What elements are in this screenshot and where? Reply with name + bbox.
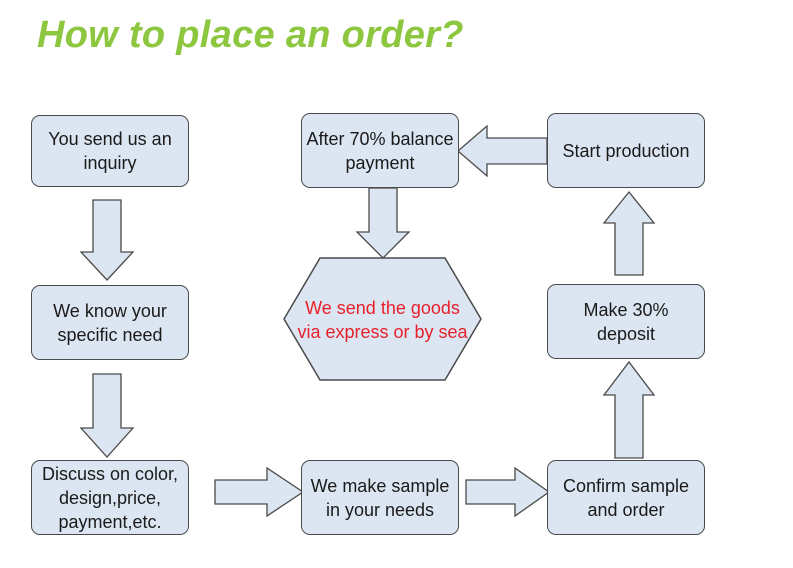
arrow-up-1 [602, 360, 656, 459]
step-balance: After 70% balance payment [301, 113, 459, 188]
step-deposit: Make 30% deposit [547, 284, 705, 359]
step-production: Start production [547, 113, 705, 188]
step-confirm: Confirm sample and order [547, 460, 705, 535]
arrow-down-3 [355, 187, 411, 259]
ship-hexagon [283, 257, 482, 381]
step-inquiry: You send us an inquiry [31, 115, 189, 187]
arrow-right-1 [214, 466, 305, 518]
arrow-down-1 [79, 199, 135, 281]
step-discuss: Discuss on color, design,price, payment,… [31, 460, 189, 535]
arrow-right-2 [465, 466, 551, 518]
page-title: How to place an order? [37, 14, 464, 56]
arrow-down-2 [79, 373, 135, 458]
step-ship: We send the goods via express or by sea [297, 297, 468, 342]
arrow-left-1 [457, 124, 548, 178]
step-sample: We make sample in your needs [301, 460, 459, 535]
arrow-up-2 [602, 190, 656, 276]
step-know-need: We know your specific need [31, 285, 189, 360]
